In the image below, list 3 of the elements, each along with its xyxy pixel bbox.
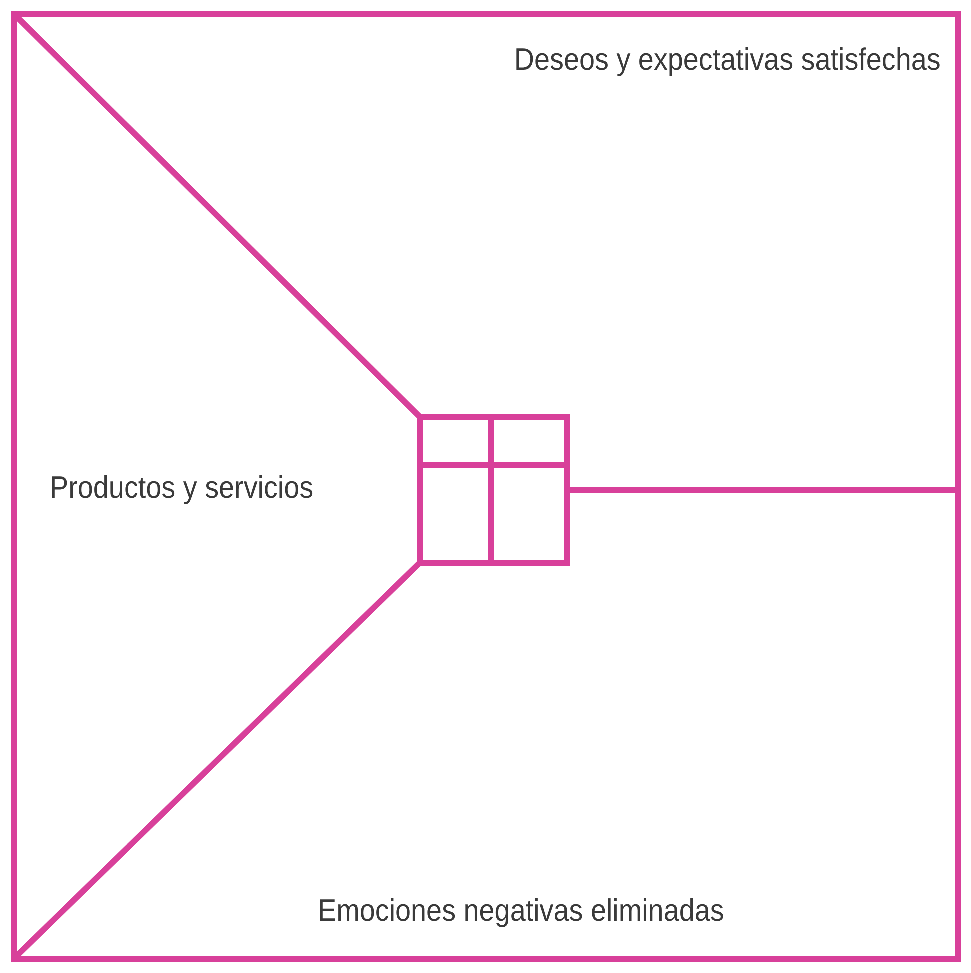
region-label: Productos y servicios [50,470,314,506]
region-label: Emociones negativas eliminadas [318,893,724,929]
region-label: Deseos y expectativas satisfechas [514,42,941,78]
